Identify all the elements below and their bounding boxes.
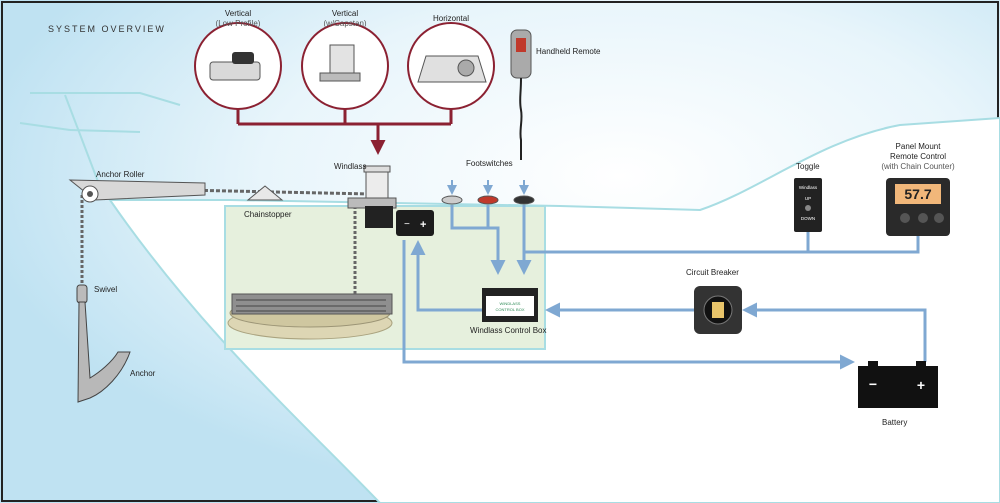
anchor: [77, 301, 131, 403]
label-anchor-roller: Anchor Roller: [96, 170, 145, 179]
windlass-motor: − +: [396, 210, 434, 236]
footswitch-arrows: [447, 180, 529, 195]
swivel: [76, 284, 88, 304]
label-vertical-low-profile-name: Vertical: [224, 9, 252, 18]
label-vertical-capstan: Vertical (w/Capstan): [315, 9, 375, 29]
label-panel-mount-line3: (with Chain Counter): [881, 162, 955, 171]
toggle-down-text: DOWN: [801, 216, 815, 221]
toggle-up-text: UP: [805, 196, 811, 201]
label-toggle: Toggle: [796, 162, 820, 171]
label-vertical-capstan-sub: (w/Capstan): [323, 19, 367, 28]
chain-pile: [227, 293, 393, 340]
deck-rail-lower: [69, 129, 141, 133]
control-box-text-1: WINDLASS: [500, 301, 521, 306]
windlass: [347, 165, 397, 228]
label-control-box: Windlass Control Box: [470, 326, 547, 335]
label-anchor: Anchor: [130, 369, 156, 378]
label-battery: Battery: [882, 418, 908, 427]
rail-end: [19, 122, 71, 131]
label-horizontal: Horizontal: [432, 14, 469, 23]
footswitches: [441, 195, 535, 205]
battery: − +: [858, 361, 938, 408]
label-panel-mount-line1: Panel Mount: [895, 142, 941, 151]
deck-rail-upper: [30, 92, 181, 106]
toggle-top-text: Windlass: [799, 185, 818, 190]
label-handheld-remote: Handheld Remote: [536, 47, 601, 56]
label-panel-mount-line2: Remote Control: [889, 152, 947, 161]
label-circuit-breaker: Circuit Breaker: [686, 268, 739, 277]
chain-counter-readout: 57.7: [904, 186, 931, 202]
toggle-switch: Windlass UP DOWN: [794, 178, 822, 232]
label-footswitches: Footswitches: [466, 159, 513, 168]
battery-minus-label: −: [869, 376, 877, 392]
diagram-title: SYSTEM OVERVIEW: [48, 24, 166, 34]
windlass-option-capstan: [301, 22, 389, 110]
battery-plus-label: +: [917, 377, 925, 393]
chainstopper: [246, 185, 284, 201]
label-chainstopper: Chainstopper: [244, 210, 292, 219]
anchor-roller: [68, 179, 206, 203]
handheld-remote: [510, 29, 532, 160]
motor-plus-label: +: [420, 219, 426, 231]
label-vertical-low-profile: Vertical (Low Profile): [208, 9, 268, 29]
windlass-option-low-profile: [194, 22, 282, 110]
windlass-control-box: WINDLASS CONTROL BOX: [482, 288, 538, 322]
wiring: [402, 205, 927, 370]
label-vertical-low-profile-sub: (Low Profile): [215, 19, 261, 28]
control-box-text-2: CONTROL BOX: [496, 307, 525, 312]
deck-chain: [89, 186, 371, 196]
panel-mount-remote: 57.7: [886, 178, 950, 236]
label-panel-mount: Panel Mount Remote Control (with Chain C…: [878, 142, 958, 172]
circuit-breaker: [694, 286, 742, 334]
windlass-option-horizontal: [407, 22, 495, 110]
selector-connector: [236, 109, 453, 155]
label-windlass: Windlass: [334, 162, 367, 171]
motor-minus-label: −: [404, 219, 410, 230]
label-vertical-capstan-name: Vertical: [331, 9, 359, 18]
label-swivel: Swivel: [94, 285, 118, 294]
